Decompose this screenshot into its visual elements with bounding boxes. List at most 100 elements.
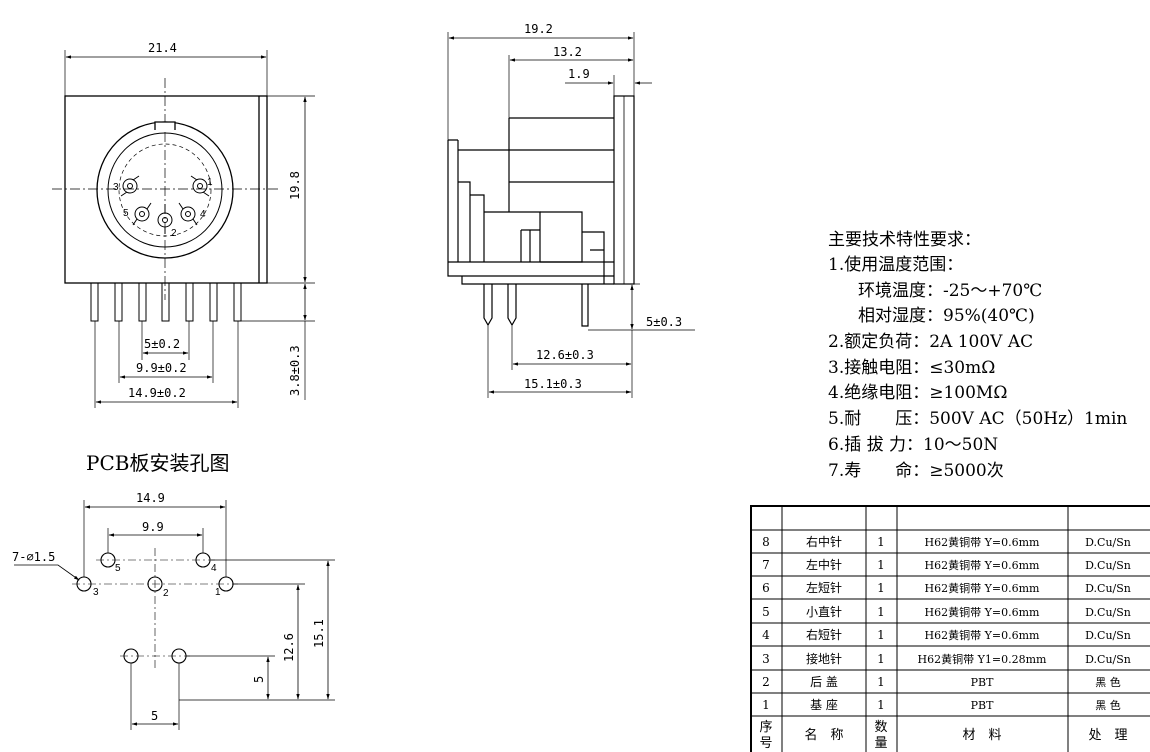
cell-material: PBT bbox=[971, 699, 994, 712]
cell-material: H62黄铜带 Y=0.6mm bbox=[925, 535, 1040, 549]
cell-finish: D.Cu/Sn bbox=[1085, 653, 1131, 666]
cell-finish: D.Cu/Sn bbox=[1085, 559, 1131, 572]
cell-no: 3 bbox=[762, 652, 770, 666]
spec-line: 3.接触电阻：≤30mΩ bbox=[828, 358, 995, 378]
pcb-dim-9-9: 9.9 bbox=[142, 520, 164, 534]
cell-finish: 黑 色 bbox=[1095, 698, 1121, 712]
cell-no: 8 bbox=[762, 535, 770, 549]
table-row: 7 左中针 1 H62黄铜带 Y=0.6mm D.Cu/Sn bbox=[762, 557, 1131, 572]
pcb-dim-12-6: 12.6 bbox=[282, 633, 296, 662]
pcb-hole-label: 7-∅1.5 bbox=[12, 550, 55, 564]
spec-line: 2.额定负荷：2A 100V AC bbox=[828, 332, 1033, 352]
pcb-dim-5-v: 5 bbox=[252, 676, 266, 683]
table-row: 1 基 座 1 PBT 黑 色 bbox=[762, 697, 1121, 712]
cell-no: 4 bbox=[762, 628, 770, 642]
table-row: 3 接地针 1 H62黄铜带 Y1=0.28mm D.Cu/Sn bbox=[762, 651, 1131, 666]
side-pin bbox=[507, 284, 517, 327]
cell-finish: D.Cu/Sn bbox=[1085, 606, 1131, 619]
cell-no: 7 bbox=[762, 558, 770, 572]
cell-qty: 1 bbox=[877, 558, 885, 572]
dim-side-12-6: 12.6±0.3 bbox=[536, 348, 594, 362]
cell-name: 后 盖 bbox=[810, 675, 838, 689]
dim-side-1-9: 1.9 bbox=[568, 67, 590, 81]
header-qty: 数 bbox=[874, 720, 887, 735]
front-pin-contacts bbox=[120, 175, 210, 234]
cell-name: 左中针 bbox=[806, 557, 842, 572]
pcb-dim-5-h: 5 bbox=[151, 709, 158, 723]
cell-qty: 1 bbox=[877, 535, 885, 549]
cell-material: H62黄铜带 Y1=0.28mm bbox=[918, 652, 1047, 666]
spec-line: 7.寿 命：≥5000次 bbox=[828, 461, 1004, 481]
cell-name: 右中针 bbox=[806, 534, 842, 549]
bom-table bbox=[750, 505, 1150, 752]
header-qty: 量 bbox=[874, 736, 887, 751]
front-view bbox=[52, 50, 315, 408]
spec-line: 1.使用温度范围： bbox=[828, 254, 963, 275]
cell-qty: 1 bbox=[877, 581, 885, 595]
front-pin-label: 4 bbox=[200, 209, 206, 220]
spec-line: 5.耐 压：500V AC（50Hz）1min bbox=[828, 409, 1127, 429]
pcb-dim-15-1: 15.1 bbox=[312, 619, 326, 648]
cell-no: 2 bbox=[762, 675, 770, 689]
front-pin-label: 5 bbox=[123, 208, 129, 219]
dim-side-19-2: 19.2 bbox=[524, 22, 553, 36]
pcb-pin-label: 4 bbox=[211, 563, 217, 574]
cell-name: 接地针 bbox=[806, 651, 842, 666]
cell-material: H62黄铜带 Y=0.6mm bbox=[925, 581, 1040, 595]
pcb-layout-title: PCB板安装孔图 bbox=[86, 451, 229, 475]
cell-qty: 1 bbox=[877, 652, 885, 666]
table-header-row: 序 号 名 称 数 量 材 料 处 理 bbox=[759, 720, 1127, 751]
cell-material: PBT bbox=[971, 676, 994, 689]
cell-no: 1 bbox=[762, 698, 770, 712]
cell-finish: D.Cu/Sn bbox=[1085, 582, 1131, 595]
cell-finish: D.Cu/Sn bbox=[1085, 629, 1131, 642]
dim-side-5: 5±0.3 bbox=[646, 315, 682, 329]
cell-name: 左短针 bbox=[806, 580, 842, 595]
spec-heading: 主要技术特性要求： bbox=[828, 230, 981, 250]
table-row: 6 左短针 1 H62黄铜带 Y=0.6mm D.Cu/Sn bbox=[762, 580, 1131, 595]
side-ground-pin bbox=[581, 284, 589, 327]
dim-pin-length: 3.8±0.3 bbox=[288, 345, 302, 396]
table-row: 4 右短针 1 H62黄铜带 Y=0.6mm D.Cu/Sn bbox=[762, 627, 1131, 642]
pcb-dim-14-9: 14.9 bbox=[136, 491, 165, 505]
pcb-pin-label: 1 bbox=[215, 587, 221, 598]
header-no: 号 bbox=[759, 736, 772, 751]
spec-line: 相对湿度：95%(40℃) bbox=[858, 306, 1035, 326]
header-name: 名 称 bbox=[804, 727, 843, 743]
header-material: 材 料 bbox=[962, 728, 1001, 743]
front-pin-label: 3 bbox=[113, 182, 119, 193]
table-row: 8 右中针 1 H62黄铜带 Y=0.6mm D.Cu/Sn bbox=[762, 534, 1131, 549]
cell-name: 基 座 bbox=[810, 697, 838, 712]
front-pins bbox=[90, 282, 242, 322]
front-pin-label: 2 bbox=[171, 228, 177, 239]
spec-list: 主要技术特性要求： 1.使用温度范围： 环境温度：-25～+70℃ 相对湿度：9… bbox=[828, 230, 1127, 481]
pcb-pin-label: 2 bbox=[163, 588, 169, 599]
pcb-layout bbox=[14, 500, 335, 730]
cell-qty: 1 bbox=[877, 605, 885, 619]
table-row: 2 后 盖 1 PBT 黑 色 bbox=[762, 675, 1121, 689]
cell-material: H62黄铜带 Y=0.6mm bbox=[925, 628, 1040, 642]
cell-material: H62黄铜带 Y=0.6mm bbox=[925, 558, 1040, 572]
front-pin-label: 1 bbox=[207, 177, 213, 188]
cell-finish: 黑 色 bbox=[1095, 675, 1121, 689]
dim-height: 19.8 bbox=[288, 171, 302, 200]
cell-no: 6 bbox=[762, 581, 770, 595]
spec-line: 4.绝缘电阻：≥100MΩ bbox=[828, 383, 1007, 403]
dim-pitch-14-9: 14.9±0.2 bbox=[128, 386, 186, 400]
cell-qty: 1 bbox=[877, 675, 885, 689]
dim-pitch-5: 5±0.2 bbox=[144, 337, 180, 351]
cell-finish: D.Cu/Sn bbox=[1085, 536, 1131, 549]
cell-qty: 1 bbox=[877, 698, 885, 712]
dim-side-15-1: 15.1±0.3 bbox=[524, 377, 582, 391]
spec-line: 环境温度：-25～+70℃ bbox=[858, 281, 1042, 301]
side-pin bbox=[483, 284, 493, 327]
cell-material: H62黄铜带 Y=0.6mm bbox=[925, 605, 1040, 619]
cell-name: 右短针 bbox=[806, 627, 842, 642]
pcb-pin-label: 3 bbox=[93, 587, 99, 598]
dim-side-13-2: 13.2 bbox=[553, 45, 582, 59]
pcb-pin-label: 5 bbox=[115, 563, 121, 574]
side-view bbox=[447, 32, 695, 398]
table-row: 5 小直针 1 H62黄铜带 Y=0.6mm D.Cu/Sn bbox=[762, 604, 1131, 619]
header-no: 序 bbox=[759, 720, 772, 735]
